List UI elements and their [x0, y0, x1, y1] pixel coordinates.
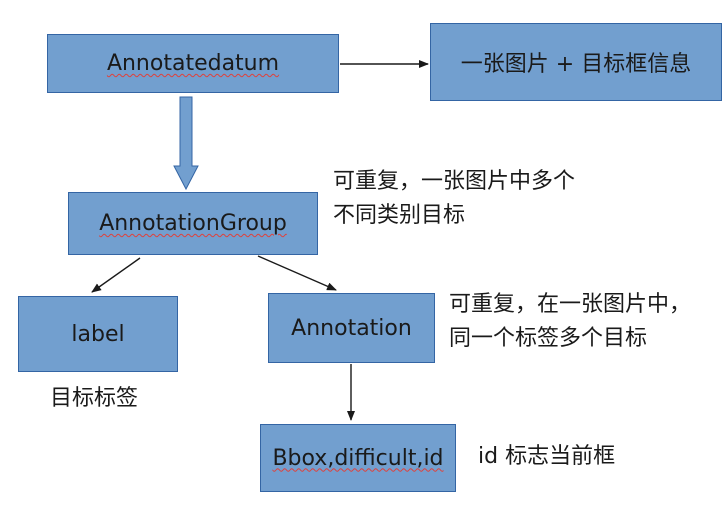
annotatedatum-node: Annotatedatum: [47, 34, 339, 93]
annotation-group-node: AnnotationGroup: [68, 192, 318, 255]
id-note: id 标志当前框: [478, 444, 616, 469]
arrow-group-to-label: [91, 257, 141, 293]
label-node: label: [18, 296, 178, 372]
annotation-note-line1: 可重复，在一张图片中，: [449, 292, 692, 317]
annotation-node-label: Annotation: [291, 315, 412, 341]
arrow-group-to-annotation: [257, 255, 337, 291]
annotation-node: Annotation: [268, 293, 435, 363]
annotation-group-note: 可重复，一张图片中多个 不同类别目标: [333, 165, 575, 233]
annotation-note-line2: 同一个标签多个目标: [449, 326, 648, 351]
annotation-group-label: AnnotationGroup: [99, 211, 287, 236]
bbox-node-label: Bbox,difficult,id: [272, 445, 444, 471]
group-note-line1: 可重复，一张图片中多个: [333, 169, 576, 194]
label-node-label: label: [71, 321, 125, 347]
annotation-note: 可重复，在一张图片中， 同一个标签多个目标: [449, 288, 691, 356]
label-note: 目标标签: [50, 386, 139, 411]
image-box-info-label: 一张图片 + 目标框信息: [460, 52, 692, 77]
bbox-node: Bbox,difficult,id: [260, 424, 456, 492]
image-box-info-node: 一张图片 + 目标框信息: [430, 23, 722, 101]
block-arrow-datum-to-group: [173, 96, 199, 191]
group-note-line2: 不同类别目标: [333, 203, 466, 228]
annotatedatum-label: Annotatedatum: [106, 51, 280, 76]
